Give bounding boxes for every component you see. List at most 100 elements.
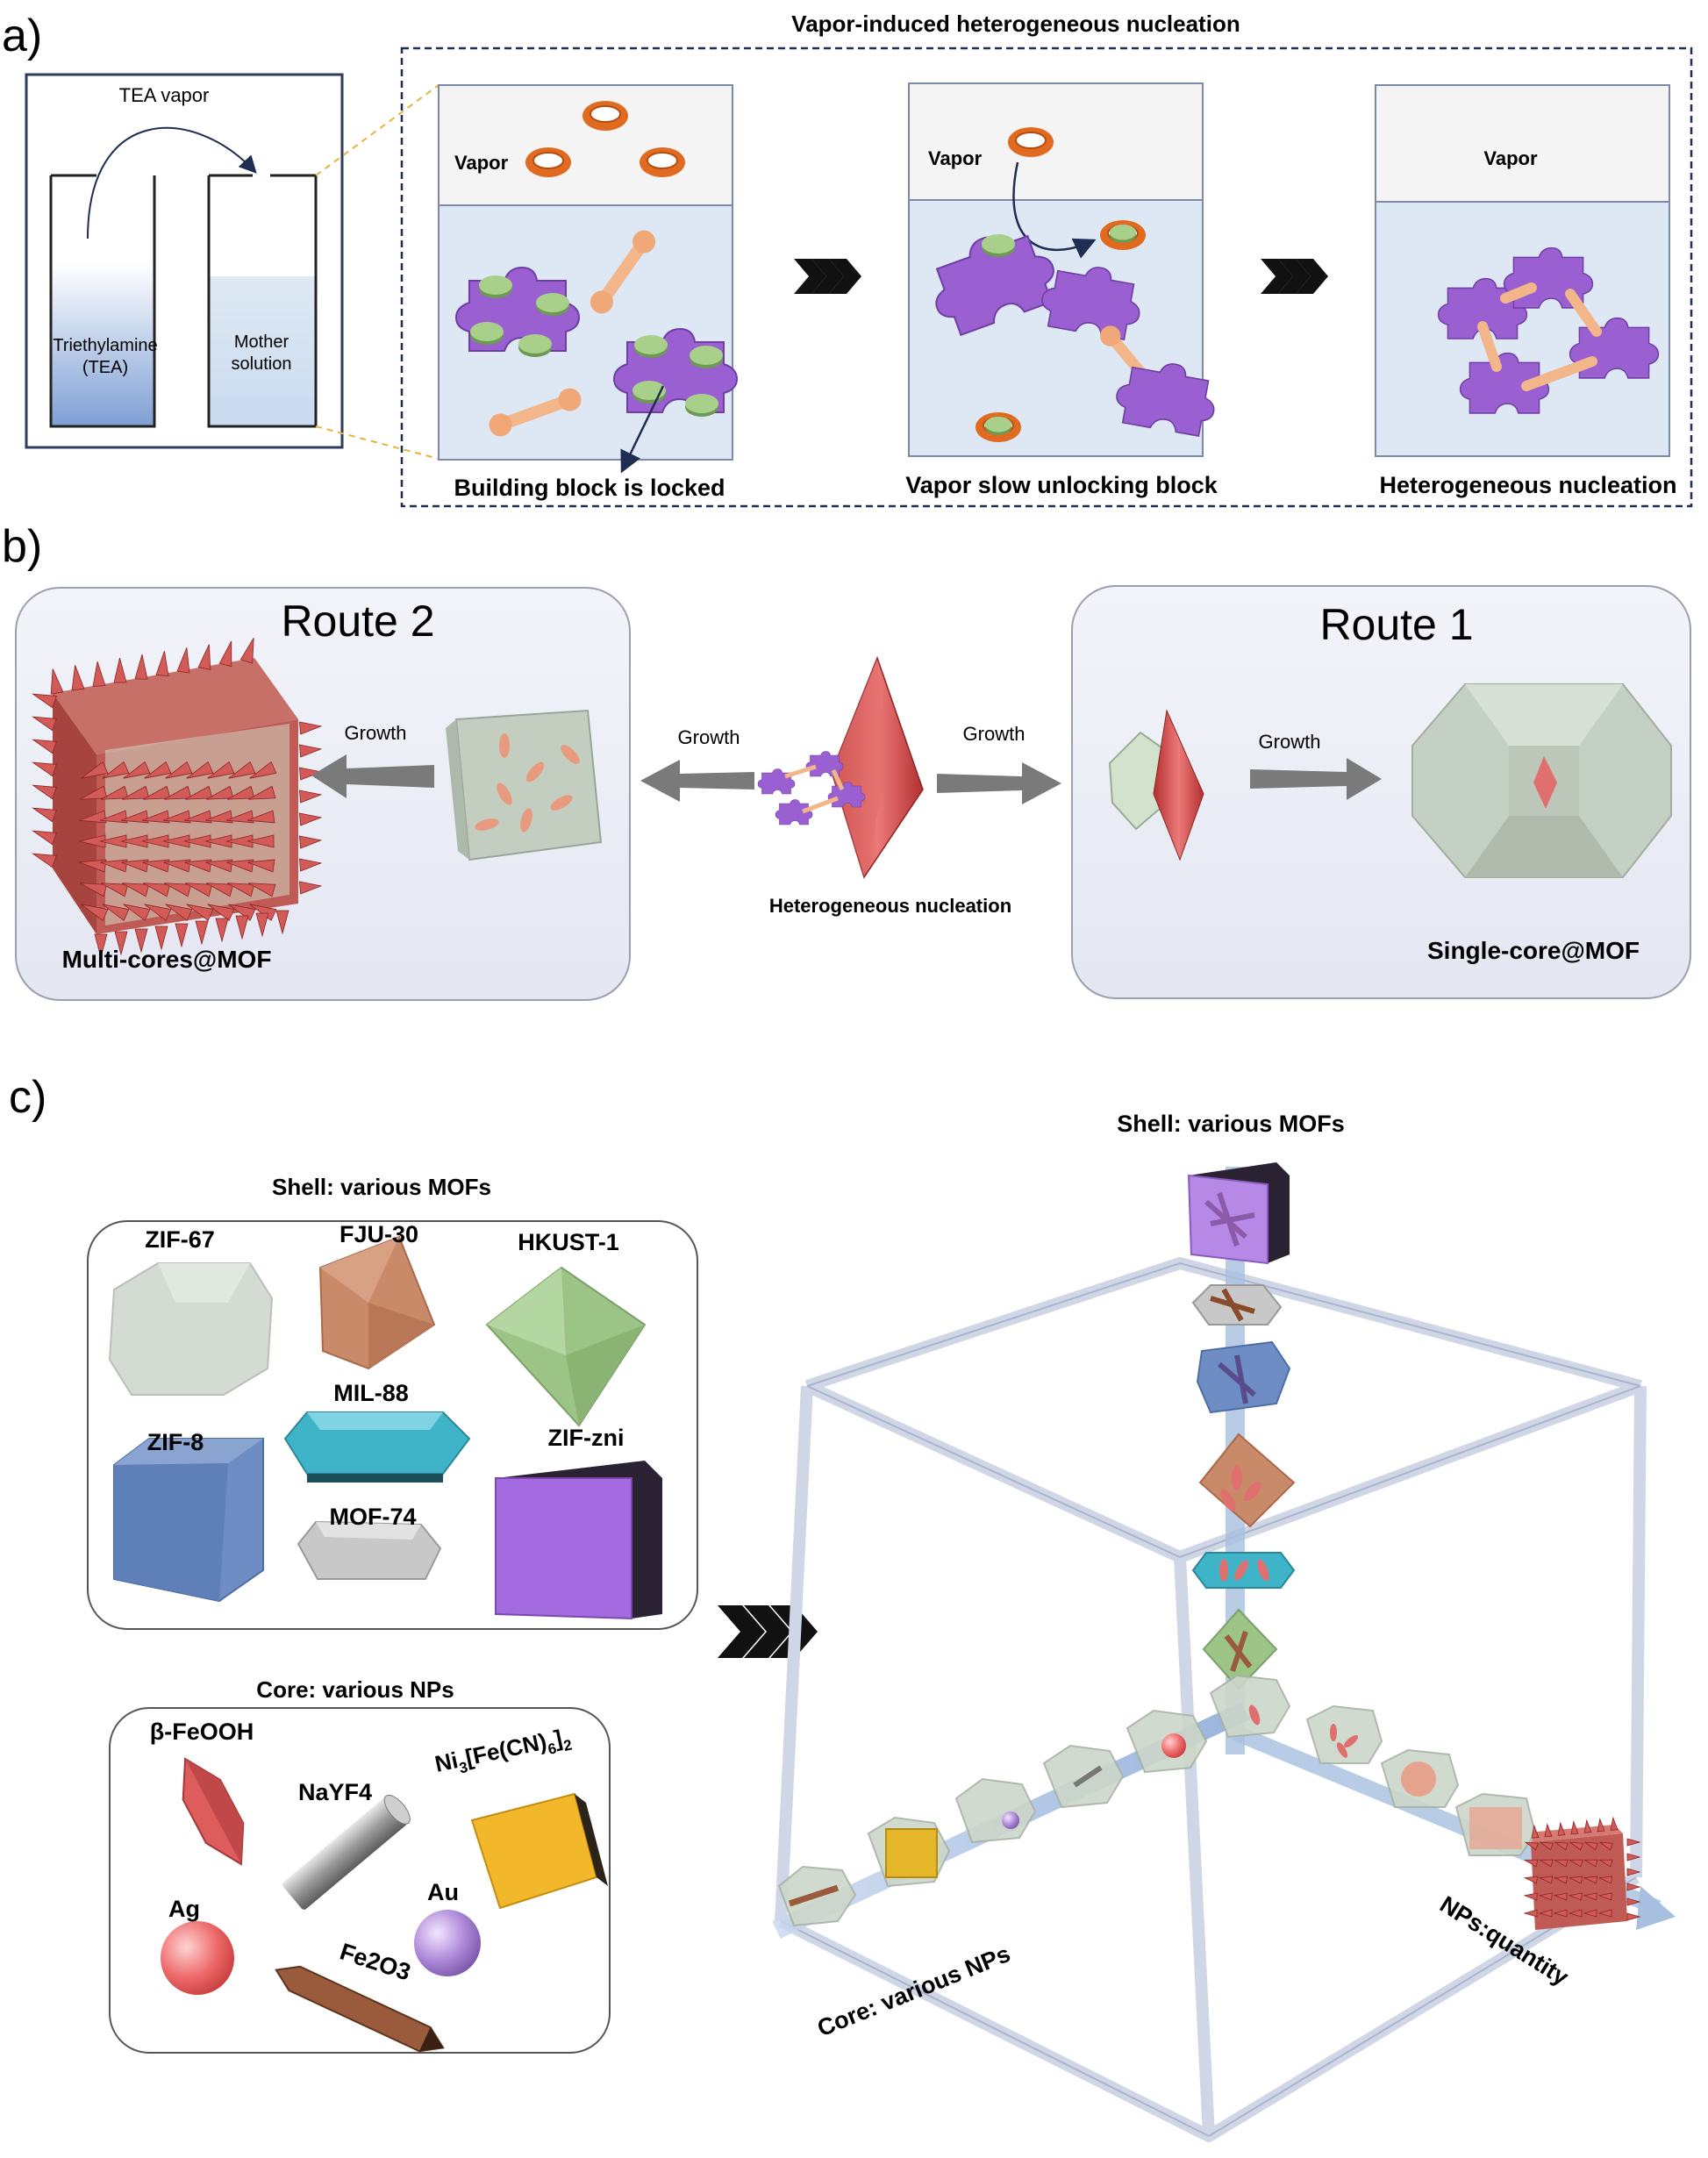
spike xyxy=(100,785,129,800)
spike xyxy=(121,785,150,800)
spike xyxy=(1524,1859,1539,1868)
np-label: β-FeOOH xyxy=(150,1719,254,1745)
spike xyxy=(100,810,128,824)
mof-74-node xyxy=(1191,1284,1283,1326)
spike xyxy=(195,920,209,946)
spike xyxy=(1539,1841,1554,1851)
spike xyxy=(142,882,171,897)
tea-vial xyxy=(49,174,156,428)
spike xyxy=(1570,1820,1579,1835)
spike xyxy=(1583,1876,1598,1884)
mother-vial-label-1: Mother xyxy=(234,332,289,352)
vapor-ring xyxy=(1007,126,1054,158)
growth-arrow-left xyxy=(640,760,754,802)
mof-label: ZIF-8 xyxy=(147,1429,204,1455)
spike xyxy=(1626,1868,1641,1876)
spike xyxy=(1539,1859,1554,1868)
green-cap xyxy=(685,394,718,417)
spike xyxy=(186,904,214,922)
quantity-node-2 xyxy=(1380,1748,1460,1808)
mof-label: FJU-30 xyxy=(339,1221,418,1247)
spike xyxy=(298,790,323,804)
spike xyxy=(165,761,193,779)
spike xyxy=(79,859,107,873)
spike xyxy=(1597,1818,1605,1833)
mil-88-node xyxy=(1191,1552,1296,1589)
spike xyxy=(1554,1841,1569,1851)
spike xyxy=(1583,1819,1592,1833)
np-label: Au xyxy=(427,1879,459,1905)
tea-vapor-label: TEA vapor xyxy=(119,84,210,106)
fju-30-shape xyxy=(318,1235,436,1370)
spike xyxy=(176,647,190,674)
chevron-arrow-icon xyxy=(1261,259,1328,294)
spike xyxy=(226,810,254,824)
spike xyxy=(142,785,171,800)
step1-vapor-label: Vapor xyxy=(454,152,509,174)
core-node-prussian-blue xyxy=(867,1816,951,1888)
spike xyxy=(184,810,212,824)
green-cap xyxy=(518,334,552,357)
np-library-box xyxy=(109,1707,611,2054)
ni-formula-part: 6 xyxy=(547,1740,558,1758)
spike xyxy=(1583,1892,1597,1901)
spike xyxy=(247,810,275,824)
spike xyxy=(207,761,235,779)
spike xyxy=(249,761,277,779)
core-node-ag xyxy=(1126,1709,1208,1774)
spike xyxy=(1569,1859,1583,1868)
spike xyxy=(81,904,109,922)
spike xyxy=(32,761,57,777)
spike xyxy=(1523,1909,1538,1918)
spike xyxy=(1610,1816,1619,1831)
spike xyxy=(1597,1909,1612,1918)
quantity-node-1 xyxy=(1305,1704,1383,1764)
spike xyxy=(121,810,149,824)
mof-label: MIL-88 xyxy=(333,1380,409,1406)
nucleation-caption: Heterogeneous nucleation xyxy=(769,895,1011,917)
spike xyxy=(1538,1876,1554,1884)
spike xyxy=(1626,1853,1641,1861)
spike xyxy=(144,904,172,922)
zif-67-shape xyxy=(108,1262,274,1396)
spike xyxy=(247,834,275,848)
spike xyxy=(226,785,255,800)
spike xyxy=(298,812,323,826)
route2-title: Route 2 xyxy=(281,597,434,646)
spike xyxy=(155,650,169,677)
spike xyxy=(142,810,170,824)
mof-label: HKUST-1 xyxy=(518,1229,619,1255)
spike xyxy=(32,853,57,868)
spike xyxy=(102,904,130,922)
spike xyxy=(79,785,108,800)
spike xyxy=(298,721,323,735)
growth-arrow-left xyxy=(311,754,434,798)
spike xyxy=(1569,1841,1583,1851)
spike xyxy=(226,859,254,873)
green-cap xyxy=(982,234,1015,257)
spike xyxy=(144,761,172,779)
spike xyxy=(247,859,275,873)
spike xyxy=(298,835,323,849)
spike xyxy=(205,785,234,800)
spike xyxy=(100,882,129,897)
growth-label: Growth xyxy=(678,726,740,748)
spike xyxy=(1583,1841,1598,1851)
spike xyxy=(1626,1912,1641,1921)
spike xyxy=(1568,1876,1583,1884)
spike xyxy=(239,638,254,664)
hkust-1-shape xyxy=(485,1266,647,1427)
single-core-label: Single-core@MOF xyxy=(1427,937,1640,964)
spike xyxy=(205,859,233,873)
spike xyxy=(50,668,64,695)
growth-label: Growth xyxy=(345,722,407,744)
spike xyxy=(114,931,128,956)
spike-field xyxy=(32,638,323,959)
fju-30-node xyxy=(1198,1433,1296,1528)
spike xyxy=(298,881,323,895)
spike xyxy=(1568,1909,1583,1918)
spike xyxy=(163,859,191,873)
np-label: NaYF4 xyxy=(298,1779,372,1805)
zif-zni-node xyxy=(1187,1162,1290,1265)
spike xyxy=(226,882,255,897)
